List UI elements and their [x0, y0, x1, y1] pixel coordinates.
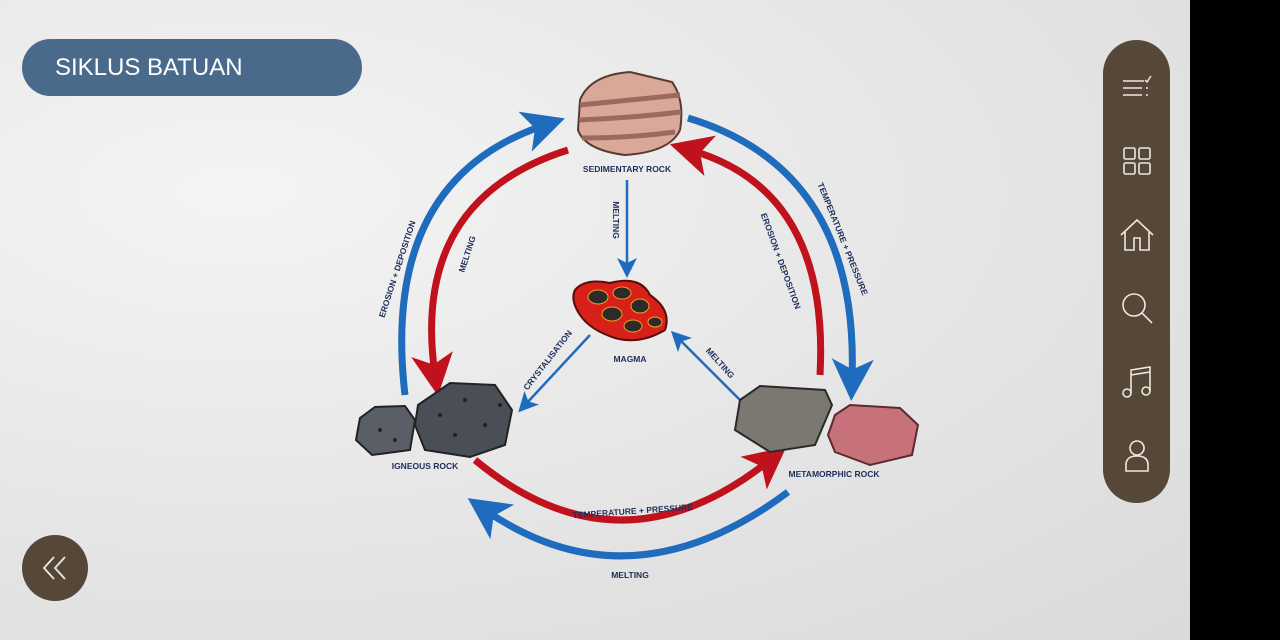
arrow-erosion-deposition-right [669, 135, 825, 376]
side-navigation [1103, 40, 1170, 503]
arrow-crystalisation [518, 334, 591, 413]
label-igneous-rock: IGNEOUS ROCK [392, 461, 459, 471]
arrow-melting-bottom-outer [467, 489, 791, 560]
page-title: SIKLUS BATUAN [22, 39, 362, 96]
music-icon [1121, 366, 1151, 399]
arrow-temperature-pressure-right [686, 114, 874, 401]
label-magma: MAGMA [613, 354, 646, 364]
profile-button[interactable] [1115, 434, 1159, 478]
double-chevron-left-icon [42, 556, 66, 580]
search-icon [1121, 293, 1153, 324]
menu-button[interactable] [1115, 65, 1159, 109]
label-melting-center: MELTING [611, 201, 621, 239]
checklist-icon [1122, 75, 1152, 96]
igneous-rock-image [354, 381, 514, 459]
search-button[interactable] [1115, 286, 1159, 330]
arrow-temperature-pressure-bottom [472, 446, 787, 524]
grid-icon [1122, 146, 1151, 175]
arrow-melting-from-metamorphic [670, 330, 743, 403]
magma-image [572, 279, 668, 342]
arrow-melting-left [411, 146, 570, 396]
user-icon [1124, 440, 1149, 472]
rock-cycle-diagram: SEDIMENTARY ROCK MAGMA IGNEOUS ROCK META… [354, 70, 920, 580]
sedimentary-rock-image [576, 70, 683, 157]
grid-button[interactable] [1115, 139, 1159, 183]
metamorphic-rock-image [733, 384, 920, 467]
label-melting-right-center: MELTING [704, 346, 737, 381]
music-button[interactable] [1115, 360, 1159, 404]
home-button[interactable] [1115, 213, 1159, 257]
label-sedimentary-rock: SEDIMENTARY ROCK [583, 164, 672, 174]
home-icon [1119, 218, 1154, 251]
back-button[interactable] [22, 535, 88, 601]
label-metamorphic-rock: METAMORPHIC ROCK [789, 469, 881, 479]
arrow-erosion-deposition-left [398, 111, 565, 396]
label-melting-left: MELTING [457, 234, 478, 273]
label-melting-bottom: MELTING [611, 570, 649, 580]
screen-edge [1190, 0, 1280, 640]
